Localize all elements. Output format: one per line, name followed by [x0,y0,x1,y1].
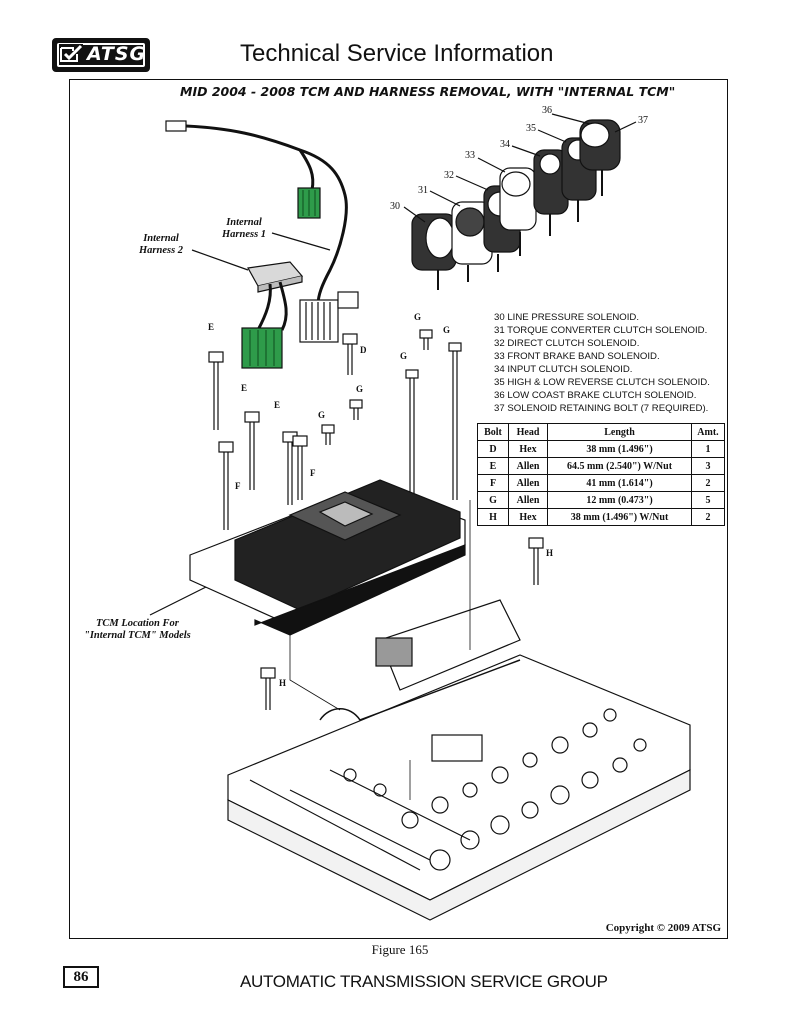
solenoid-stack [411,119,621,290]
bolt-label-g: G [443,325,451,335]
table-cell: D [477,440,509,458]
table-row: G Allen 12 mm (0.473") 5 [477,491,725,509]
legend-item: 36 LOW COAST BRAKE CLUTCH SOLENOID. [494,390,697,401]
callout-31: 31 [418,185,428,196]
legend-item: 35 HIGH & LOW REVERSE CLUTCH SOLENOID. [494,377,710,388]
harness-1-label-line2: Harness 1 [222,229,267,240]
table-cell: Hex [508,440,548,458]
table-row: H Hex 38 mm (1.496") W/Nut 2 [477,508,725,526]
table-cell: Allen [508,491,548,509]
tcm-location-line1: TCM Location For [95,618,179,629]
legend-item: 33 FRONT BRAKE BAND SOLENOID. [494,351,660,362]
callout-36: 36 [542,105,552,116]
table-cell: H [477,508,509,526]
bolt-label-d: D [360,345,367,355]
legend-item: 31 TORQUE CONVERTER CLUTCH SOLENOID. [494,325,708,336]
internal-harness-2 [241,261,304,369]
table-cell: 64.5 mm (2.540") W/Nut [547,457,692,475]
valve-body [227,599,691,921]
harness-2-leader [191,249,249,271]
table-cell: F [477,474,509,492]
table-row: F Allen 41 mm (1.614") 2 [477,474,725,492]
bolt-label-g: G [400,351,408,361]
table-header-row: Bolt Head Length Amt. [477,423,725,441]
harness-2-label-line2: Harness 2 [139,245,184,256]
bolts [208,329,544,710]
callout-34: 34 [500,139,510,150]
internal-harness-1 [165,120,359,343]
tcm-location-line2: "Internal TCM" Models [84,630,191,641]
figure-caption: Figure 165 [371,942,429,957]
column-header: Bolt [477,423,509,441]
logo-text: ATSG [87,43,147,65]
legend-item: 37 SOLENOID RETAINING BOLT (7 REQUIRED). [494,403,709,414]
harness-2-label-line1: Internal [143,233,179,244]
callout-32: 32 [444,170,454,181]
tcm-location-label: TCM Location For "Internal TCM" Models [84,618,191,642]
legend-item: 32 DIRECT CLUTCH SOLENOID. [494,338,640,349]
page-number: 86 [63,966,99,988]
diagram-frame [69,79,728,939]
table-cell: 2 [691,508,725,526]
callout-33: 33 [465,150,475,161]
table-cell: Allen [508,474,548,492]
harness-1-leader [271,232,331,251]
table-cell: Hex [508,508,548,526]
solenoid-legend: 30 LINE PRESSURE SOLENOID. 31 TORQUE CON… [494,311,710,415]
table-row: D Hex 38 mm (1.496") 1 [477,440,725,458]
bolt-label-h: H [546,548,554,558]
table-cell: 2 [691,474,725,492]
bolt-label-g: G [414,312,422,322]
bolt-label-e: E [241,383,248,393]
column-header: Length [547,423,692,441]
tcm-location-leader [149,584,211,616]
table-cell: 12 mm (0.473") [547,491,692,509]
logo-border [57,43,145,67]
bolt-label-f: F [310,468,316,478]
bolt-table: Bolt Head Length Amt. D Hex 38 mm (1.496… [477,423,725,526]
callout-35: 35 [526,123,536,134]
bolt-label-f: F [235,481,241,491]
bolt-label-e: E [274,400,281,410]
table-cell: 38 mm (1.496") W/Nut [547,508,692,526]
harness-2-label: Internal Harness 2 [139,233,183,257]
column-header: Amt. [691,423,725,441]
footer-text: AUTOMATIC TRANSMISSION SERVICE GROUP [240,972,608,991]
table-cell: 38 mm (1.496") [547,440,692,458]
callout-30: 30 [390,201,400,212]
table-cell: G [477,491,509,509]
legend-item: 30 LINE PRESSURE SOLENOID. [494,312,640,323]
legend-item: 34 INPUT CLUTCH SOLENOID. [494,364,633,375]
bolt-label-g: G [356,384,364,394]
table-cell: 41 mm (1.614") [547,474,692,492]
harness-1-label: Internal Harness 1 [222,217,266,241]
copyright-notice: Copyright © 2009 ATSG [605,922,721,934]
table-cell: 1 [691,440,725,458]
atsg-logo: ATSG [52,38,150,72]
table-cell: Allen [508,457,548,475]
table-cell: 5 [691,491,725,509]
callout-37: 37 [638,115,648,126]
harness-1-label-line1: Internal [226,217,262,228]
checkmark-icon [59,44,83,64]
column-header: Head [508,423,548,441]
bolt-label-e: E [208,322,215,332]
table-cell: 3 [691,457,725,475]
bolt-label-g: G [318,410,326,420]
diagram-title: MID 2004 - 2008 TCM AND HARNESS REMOVAL,… [180,84,676,99]
table-row: E Allen 64.5 mm (2.540") W/Nut 3 [477,457,725,475]
bolt-label-h: H [279,678,287,688]
tcm-module [189,479,466,636]
page-title: Technical Service Information [240,40,554,67]
table-cell: E [477,457,509,475]
